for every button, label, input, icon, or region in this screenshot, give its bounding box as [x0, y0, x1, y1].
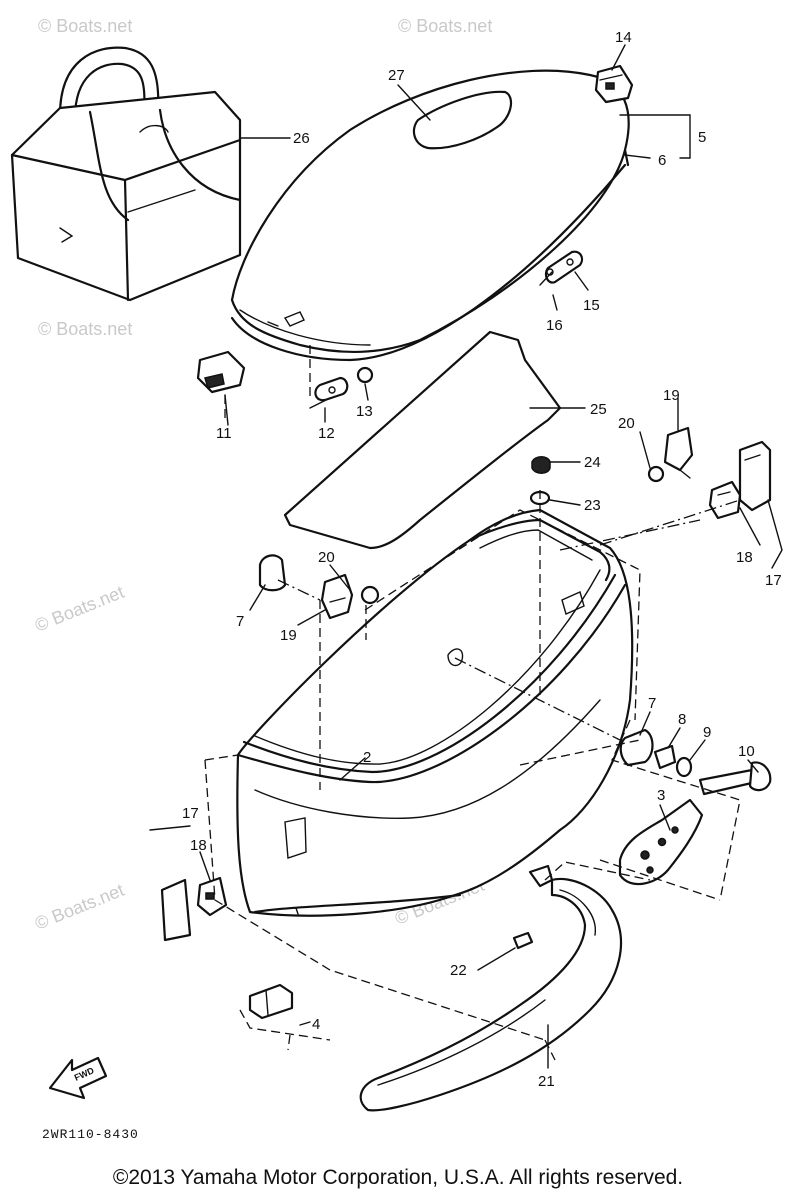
part-4-rubber [248, 983, 294, 1020]
part-23-24-grommet [529, 456, 551, 506]
callout-3: 3 [657, 787, 665, 804]
part-17-18-latch-left [160, 876, 228, 942]
part-26-inner-bag [10, 46, 242, 302]
part-12-13-hinge [309, 366, 374, 409]
callout-8: 8 [678, 711, 686, 728]
callout-7: 7 [648, 695, 656, 712]
callout-20: 20 [318, 549, 335, 566]
callout-10: 10 [738, 743, 755, 760]
watermark: © Boats.net [38, 16, 132, 36]
callout-23: 23 [584, 497, 601, 514]
callout-7: 7 [236, 613, 244, 630]
callout-19: 19 [663, 387, 680, 404]
callout-numbers: 14 27 26 5 6 15 16 11 12 13 25 19 20 24 … [182, 29, 782, 1090]
drawing-code: 2WR110-8430 [42, 1127, 139, 1142]
part-15-16-hinge-plate [539, 250, 584, 286]
copyright-notice: ©2013 Yamaha Motor Corporation, U.S.A. A… [112, 1166, 684, 1189]
callout-5: 5 [698, 129, 706, 146]
part-2-case [236, 508, 634, 917]
callout-26: 26 [293, 130, 310, 147]
callout-6: 6 [658, 152, 666, 169]
callout-20: 20 [618, 415, 635, 432]
callout-18: 18 [190, 837, 207, 854]
callout-11: 11 [216, 425, 232, 442]
part-21-22-guard [359, 864, 623, 1112]
assembly-guide-lines [204, 345, 741, 1061]
part-19-20-hinge-right [647, 426, 694, 483]
watermark: © Boats.net [38, 319, 132, 339]
callout-19: 19 [280, 627, 297, 644]
callout-25: 25 [590, 401, 607, 418]
callout-17: 17 [765, 572, 782, 589]
callout-24: 24 [584, 454, 601, 471]
part-27-lid [230, 69, 630, 362]
watermark: © Boats.net [32, 582, 127, 636]
fwd-arrow: FWD [48, 1056, 108, 1100]
callout-21: 21 [538, 1073, 555, 1090]
callout-2: 2 [363, 749, 371, 766]
callout-9: 9 [703, 724, 711, 741]
part-17-18-latch-right [708, 440, 772, 520]
part-7-19-20-hinge-left [258, 554, 380, 620]
callout-12: 12 [318, 425, 335, 442]
callout-14: 14 [615, 29, 632, 46]
callout-27: 27 [388, 67, 405, 84]
part-14-latch [594, 64, 634, 104]
watermark: © Boats.net [398, 16, 492, 36]
callout-16: 16 [546, 317, 563, 334]
part-7-8-9-10-bushing-set [619, 728, 772, 796]
part-3-bracket [618, 798, 704, 886]
part-11-latch [196, 350, 246, 426]
callout-17: 17 [182, 805, 199, 822]
callout-4: 4 [312, 1016, 320, 1033]
leader-lines [149, 44, 783, 1069]
watermark: © Boats.net [32, 880, 127, 934]
part-25-liner [283, 330, 562, 550]
callout-15: 15 [583, 297, 600, 314]
callout-18: 18 [736, 549, 753, 566]
callout-13: 13 [356, 403, 373, 420]
callout-22: 22 [450, 962, 467, 979]
